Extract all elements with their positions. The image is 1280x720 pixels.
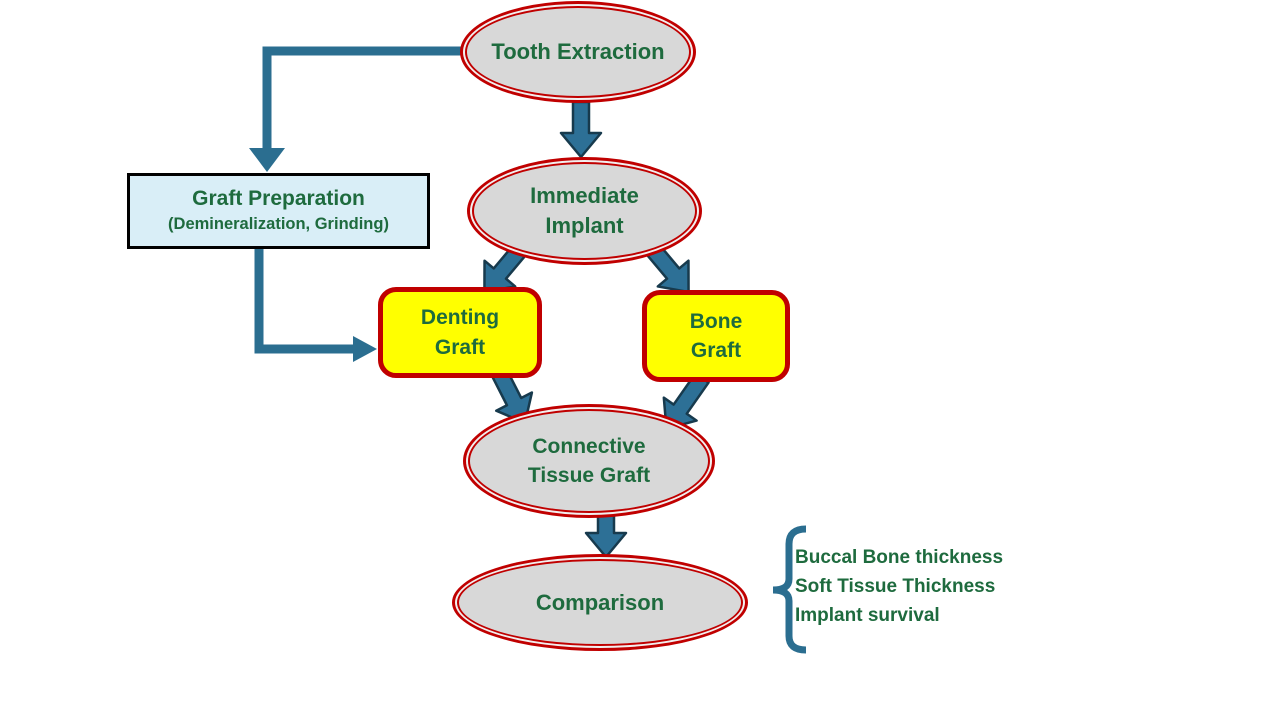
node-comparison-label: Comparison xyxy=(535,589,665,615)
node-graft-preparation-title: Graft Preparation xyxy=(192,186,365,210)
node-connective-tissue-line1: Connective xyxy=(532,434,646,458)
node-graft-preparation: Graft Preparation (Demineralization, Gri… xyxy=(127,173,430,249)
node-tooth-extraction: Tooth Extraction xyxy=(465,6,691,98)
node-comparison: Comparison xyxy=(457,559,743,646)
arrow-bone-to-connective xyxy=(662,372,710,431)
node-denting-graft: Denting Graft xyxy=(378,287,542,378)
node-connective-tissue-line2: Tissue Graft xyxy=(527,464,651,487)
comparison-outcomes-list: Buccal Bone thickness Soft Tissue Thickn… xyxy=(795,543,1003,630)
node-bone-graft: Bone Graft xyxy=(642,290,790,382)
node-immediate-implant-line2: Implant xyxy=(545,213,624,238)
arrow-extraction-to-implant xyxy=(559,100,603,159)
arrowhead-down-icon xyxy=(249,148,285,172)
node-denting-graft-line2: Graft xyxy=(434,335,486,359)
node-denting-graft-line1: Denting xyxy=(420,306,500,330)
node-immediate-implant: Immediate Implant xyxy=(472,162,697,260)
curly-brace-icon xyxy=(772,525,807,654)
outcome-item: Implant survival xyxy=(795,605,940,626)
outcome-item: Soft Tissue Thickness xyxy=(795,576,996,597)
node-bone-graft-line2: Graft xyxy=(690,339,742,362)
arrow-connective-to-comparison xyxy=(584,508,628,559)
outcome-item: Buccal Bone thickness xyxy=(795,547,1004,568)
connector-extraction-to-preparation xyxy=(249,46,466,172)
node-connective-tissue-graft: Connective Tissue Graft xyxy=(468,409,710,513)
node-graft-preparation-subtitle: (Demineralization, Grinding) xyxy=(168,215,389,234)
node-bone-graft-line1: Bone xyxy=(689,309,743,333)
node-immediate-implant-line1: Immediate xyxy=(530,183,639,209)
arrowhead-right-icon xyxy=(353,336,377,362)
connector-preparation-to-denting xyxy=(254,249,377,362)
node-tooth-extraction-label: Tooth Extraction xyxy=(491,39,665,65)
